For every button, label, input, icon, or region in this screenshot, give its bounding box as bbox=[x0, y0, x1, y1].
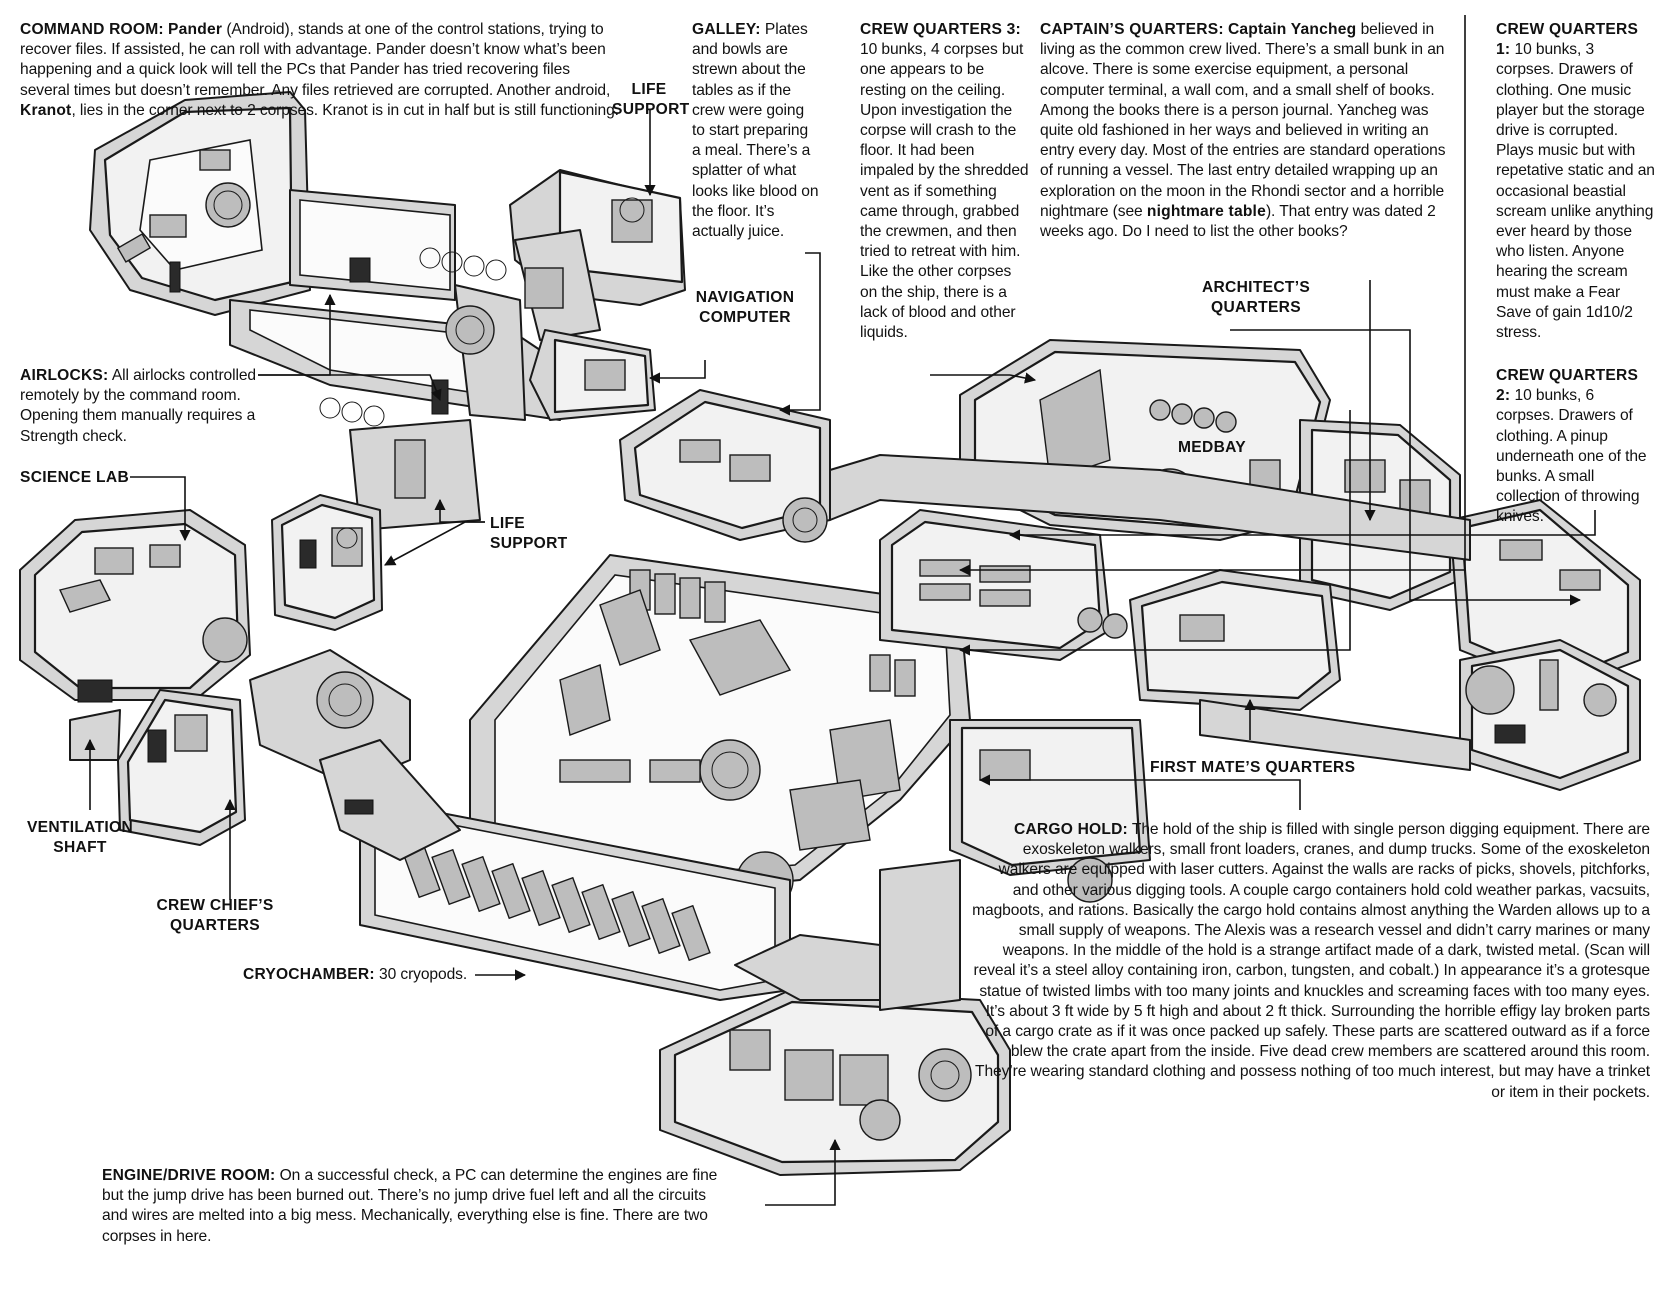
airlocks-note: AIRLOCKS: All airlocks controlled remote… bbox=[20, 366, 285, 447]
engine-room-heading: ENGINE/DRIVE ROOM: bbox=[102, 1167, 276, 1184]
crew-quarters-1-note: CREW QUARTERS 1: 10 bunks, 3 corpses. Dr… bbox=[1496, 20, 1656, 343]
crew-quarters-1-heading: CREW QUARTERS 1: bbox=[1496, 21, 1639, 59]
captain-name: Captain Yancheg bbox=[1227, 21, 1357, 38]
engine-room bbox=[659, 934, 1011, 1176]
captains-quarters-heading: CAPTAIN’S QUARTERS: bbox=[1040, 21, 1224, 38]
label-science-lab: SCIENCE LAB bbox=[20, 469, 129, 486]
right-corridor bbox=[829, 454, 1471, 1011]
cryopod-row bbox=[401, 841, 711, 962]
label-architects-quarters: ARCHITECT’S QUARTERS bbox=[1201, 279, 1311, 316]
cryochamber-note: CRYOCHAMBER: 30 cryopods. bbox=[243, 965, 483, 985]
crew-quarters-2 bbox=[1459, 639, 1641, 791]
life-support-mid bbox=[271, 494, 383, 631]
label-ventilation-shaft: VENTILATION SHAFT bbox=[26, 819, 134, 856]
cargo-hold-note: CARGO HOLD: The hold of the ship is fill… bbox=[970, 820, 1650, 1103]
captains-quarters-text-1: believed in living as the common crew li… bbox=[1040, 21, 1446, 220]
kranot-name: Kranot bbox=[20, 101, 72, 119]
navigation-room bbox=[349, 329, 656, 531]
science-lab bbox=[19, 509, 251, 703]
cryochamber-heading: CRYOCHAMBER: bbox=[243, 966, 375, 983]
label-medbay: MEDBAY bbox=[1178, 439, 1246, 456]
crew-quarters-3-heading: CREW QUARTERS 3: bbox=[860, 21, 1021, 38]
engine-room-note: ENGINE/DRIVE ROOM: On a successful check… bbox=[102, 1166, 722, 1247]
command-room-text-2: , lies in the corner next to 2 corpses. … bbox=[71, 101, 619, 119]
galley-text: Plates and bowls are strewn about the ta… bbox=[692, 21, 819, 241]
crew-quarters-3 bbox=[879, 509, 1111, 661]
crew-quarters-3-text: 10 bunks, 4 corpses but one appears to b… bbox=[860, 41, 1029, 342]
label-life-support-mid: LIFE SUPPORT bbox=[490, 515, 568, 552]
pander-name: Pander bbox=[168, 21, 223, 38]
cargo-hold-text: The hold of the ship is filled with sing… bbox=[972, 821, 1650, 1101]
crew-quarters-1-text: 10 bunks, 3 corpses. Drawers of clothing… bbox=[1496, 41, 1655, 342]
engine-room-text: On a successful check, a PC can determin… bbox=[102, 1167, 718, 1245]
command-room-text: (Android), stands at one of the control … bbox=[20, 21, 611, 99]
crew-chief-quarters bbox=[69, 649, 411, 846]
galley-heading: GALLEY: bbox=[692, 21, 761, 38]
crew-quarters-2-note: CREW QUARTERS 2: 10 bunks, 6 corpses. Dr… bbox=[1496, 366, 1656, 528]
command-room-note: COMMAND ROOM: Pander (Android), stands a… bbox=[20, 20, 620, 121]
first-mates-quarters bbox=[1077, 569, 1341, 711]
lounge-room bbox=[619, 389, 831, 543]
crew-quarters-2-heading: CREW QUARTERS 2: bbox=[1496, 367, 1639, 405]
leader-lines bbox=[84, 15, 1596, 1206]
galley-note: GALLEY: Plates and bowls are strewn abou… bbox=[692, 20, 820, 242]
crew-quarters-2-text: 10 bunks, 6 corpses. Drawers of clothing… bbox=[1496, 387, 1647, 526]
cargo-hold-heading: CARGO HOLD: bbox=[1014, 821, 1128, 838]
nightmare-table-ref: nightmare table bbox=[1146, 202, 1266, 220]
airlocks-text: All airlocks controlled remotely by the … bbox=[20, 367, 256, 445]
airlocks-heading: AIRLOCKS: bbox=[20, 367, 109, 384]
label-first-mates-quarters: FIRST MATE’S QUARTERS bbox=[1150, 759, 1356, 776]
galley-area bbox=[509, 169, 686, 341]
label-navigation-computer: NAVIGATION COMPUTER bbox=[695, 289, 795, 326]
label-crew-chiefs-quarters: CREW CHIEF’S QUARTERS bbox=[156, 897, 274, 934]
captains-quarters-text-2: ). That entry was dated 2 weeks ago. Do … bbox=[1040, 202, 1436, 241]
captains-and-crew-1-quarters bbox=[1299, 419, 1641, 691]
crew-quarters-3-note: CREW QUARTERS 3: 10 bunks, 4 corpses but… bbox=[860, 20, 1030, 343]
command-room-area bbox=[89, 91, 507, 316]
cryochamber-text: 30 cryopods. bbox=[379, 966, 468, 983]
captains-quarters-note: CAPTAIN’S QUARTERS: Captain Yancheg beli… bbox=[1040, 20, 1450, 242]
label-life-support-top: LIFE SUPPORT bbox=[612, 81, 690, 118]
command-room-heading: COMMAND ROOM: bbox=[20, 21, 164, 38]
cargo-hold bbox=[469, 554, 971, 909]
